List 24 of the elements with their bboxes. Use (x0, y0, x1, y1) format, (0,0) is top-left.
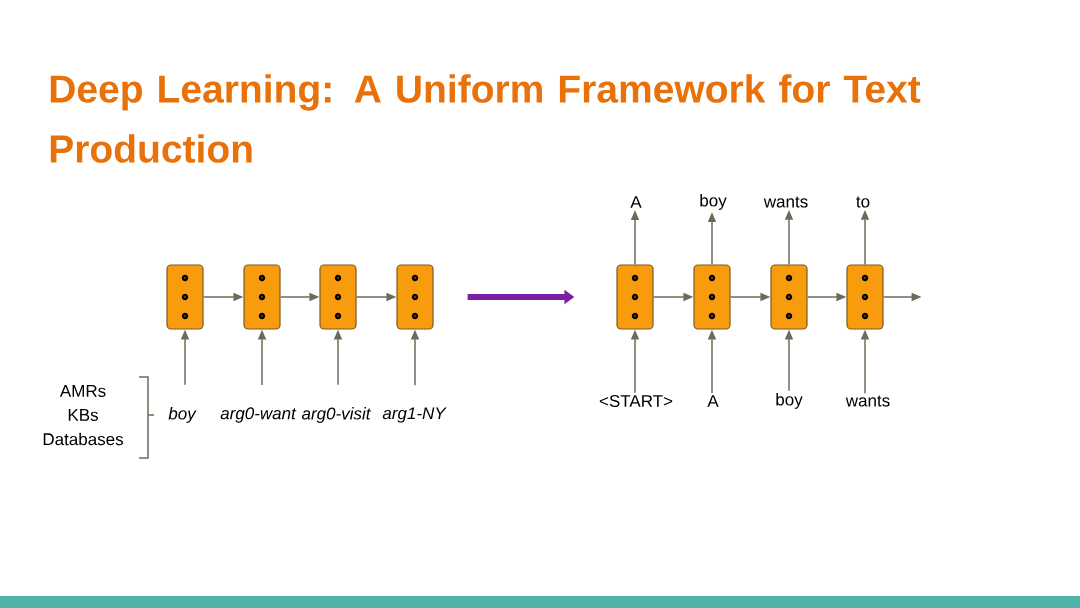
cell-box (243, 264, 281, 330)
word: wants (763, 196, 808, 208)
word: arg0-visit (301, 407, 372, 423)
word: A (630, 196, 642, 208)
cell-box (319, 264, 357, 330)
cell-box (770, 264, 808, 330)
label: Databases (43, 432, 123, 446)
label: AMRs (59, 385, 106, 397)
word: arg1-NY (382, 407, 447, 423)
word: boy (776, 393, 803, 409)
word: boy (700, 194, 727, 210)
word: boy (168, 407, 197, 423)
cell-box (166, 264, 204, 330)
title: Deep Learning: A Uniform Framework for Text Production (50, 74, 921, 163)
cell-box (846, 264, 884, 330)
label: KBs (68, 409, 98, 421)
word: wants (845, 395, 890, 407)
cell-box (693, 264, 731, 330)
word: <START> (599, 394, 673, 407)
word: to (856, 196, 870, 208)
word: arg0-want (220, 407, 297, 423)
cell-box (616, 264, 654, 330)
cell-box (396, 264, 434, 330)
word: A (707, 395, 719, 407)
